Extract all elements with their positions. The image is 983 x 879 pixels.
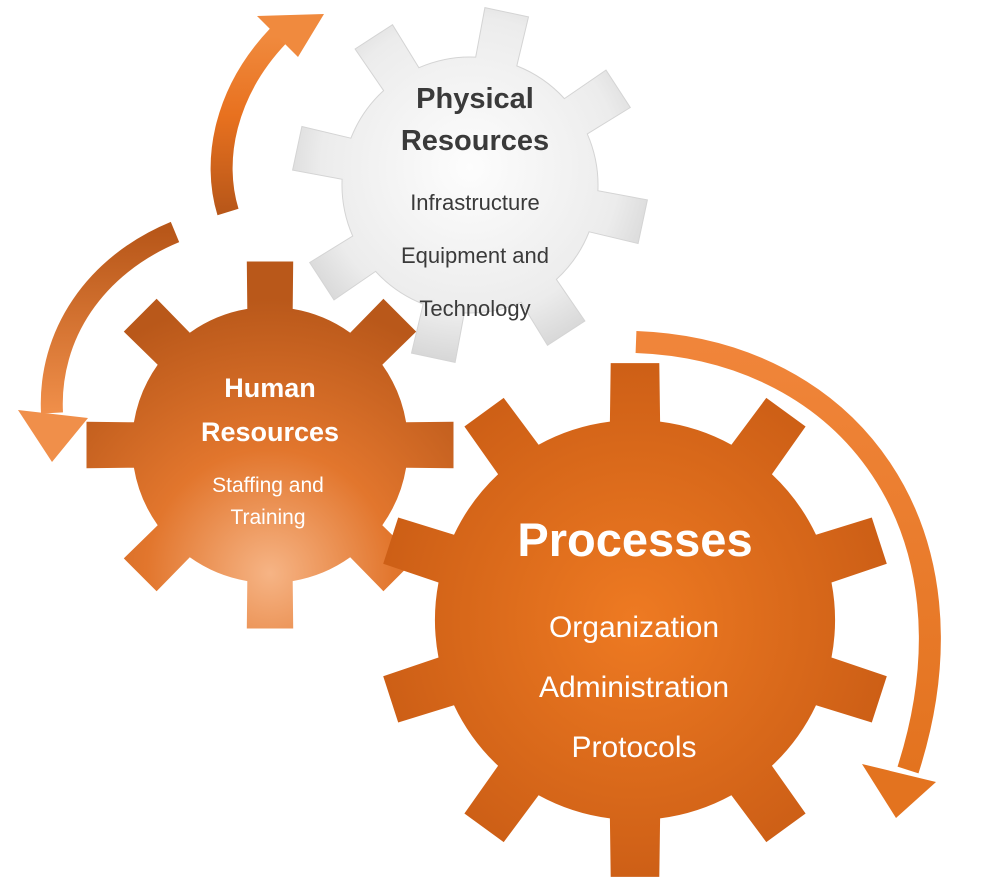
human-resources-gear xyxy=(86,261,454,629)
physical-item: Infrastructure xyxy=(410,190,540,215)
physical-title-line: Resources xyxy=(400,125,550,157)
human-resources-title: Human Resources xyxy=(201,366,339,454)
physical-item: Equipment and xyxy=(401,243,549,268)
process-item: Administration xyxy=(538,671,730,704)
human-item: Staffing and xyxy=(212,474,324,497)
physical-resources-title: Physical Resources xyxy=(401,78,549,162)
processes-gear xyxy=(383,363,887,877)
process-item: Organization xyxy=(548,611,720,644)
physical-resources-gear xyxy=(292,7,648,363)
processes-title: Processes xyxy=(517,513,753,566)
human-title-line: Human xyxy=(224,373,316,403)
human-resources-items: Staffing and Training xyxy=(212,470,324,534)
processes-items: Organization Administration Protocols xyxy=(539,598,729,778)
physical-resources-items: Infrastructure Equipment and Technology xyxy=(401,176,549,335)
human-item: Training xyxy=(230,506,306,529)
human-title-line: Resources xyxy=(200,417,340,447)
physical-title-line: Physical xyxy=(416,83,534,115)
process-item: Protocols xyxy=(571,731,697,764)
arrow-up-icon xyxy=(210,14,324,216)
arrow-clockwise-icon xyxy=(635,331,941,818)
physical-item: Technology xyxy=(419,296,531,321)
arrow-down-left-icon xyxy=(18,221,180,462)
